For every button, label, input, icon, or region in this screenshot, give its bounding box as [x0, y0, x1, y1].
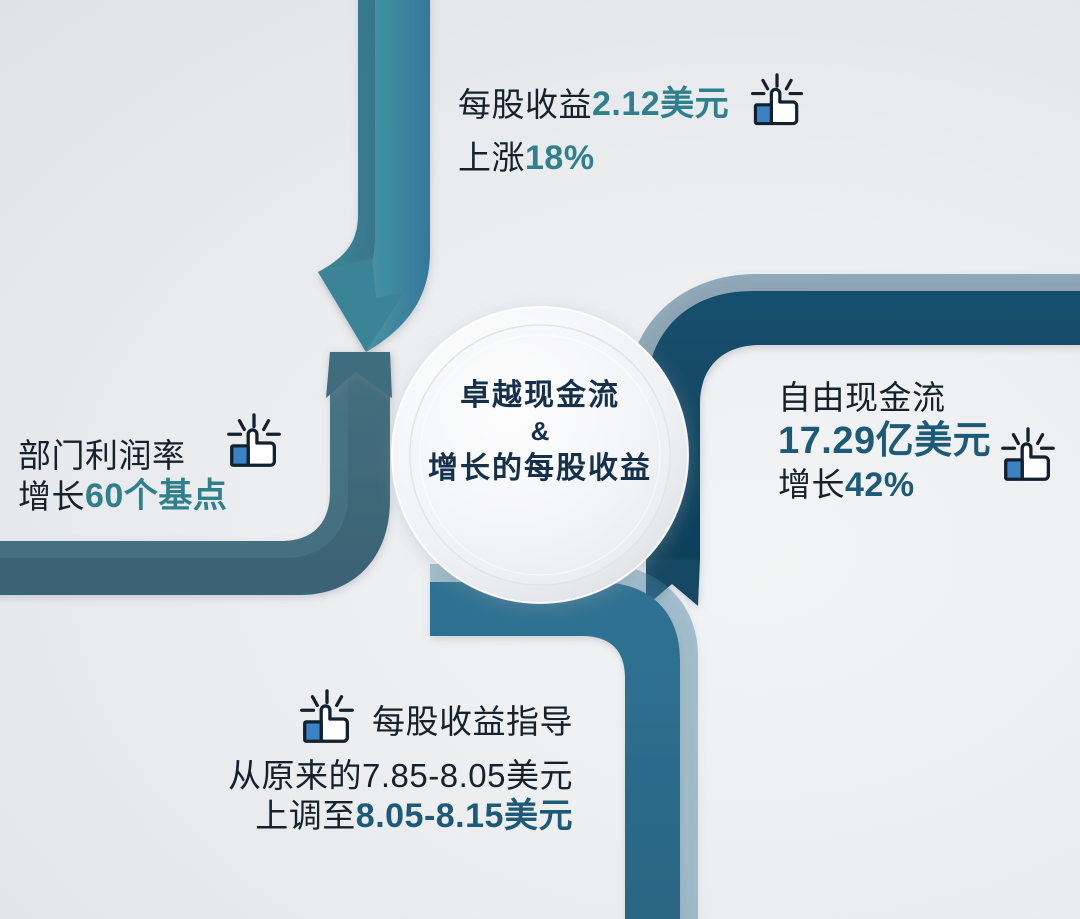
callout-fcf-line1: 自由现金流	[778, 378, 991, 418]
thumbs-up-icon	[296, 688, 358, 756]
callout-segment-margin: 部门利润率 增长 60个基点	[18, 413, 281, 518]
callout-eps-label: 每股收益	[458, 85, 592, 123]
callout-guidance-label: 每股收益指导	[371, 702, 573, 740]
callout-eps: 每股收益 2.12美元 上涨 18%	[458, 72, 807, 179]
callout-margin-growth-value: 60个基点	[85, 477, 228, 516]
hub-title-ampersand: &	[530, 416, 550, 446]
hub-title-line1: 卓越现金流	[460, 379, 620, 412]
callout-guidance-previous: 从原来的7.85-8.05美元	[228, 756, 573, 794]
callout-fcf-label: 自由现金流	[778, 379, 946, 416]
callout-guidance-line3: 上调至 8.05-8.15美元	[228, 796, 573, 837]
callout-free-cash-flow: 自由现金流 17.29亿美元 增长 42%	[778, 378, 1055, 506]
callout-fcf-line3: 增长 42%	[778, 465, 991, 506]
callout-eps-line1: 每股收益 2.12美元	[458, 72, 807, 138]
callout-eps-guidance: 每股收益指导 从原来的7.85-8.05美元 上调至 8.05-8.15美元	[228, 688, 573, 837]
callout-fcf-growth-label: 增长	[778, 466, 845, 504]
callout-guidance-raise-label: 上调至	[255, 797, 356, 835]
hub-title: 卓越现金流 & 增长的每股收益	[345, 376, 735, 488]
callout-fcf-value: 17.29亿美元	[778, 420, 992, 463]
callout-eps-change-label: 上涨	[458, 139, 525, 177]
callout-margin-line1: 部门利润率	[18, 436, 227, 476]
callout-guidance-line2: 从原来的7.85-8.05美元	[228, 756, 573, 796]
callout-margin-line2: 增长 60个基点	[18, 476, 227, 517]
hub-title-line3: 增长的每股收益	[428, 451, 652, 485]
thumbs-up-icon	[223, 412, 285, 479]
callout-eps-change-value: 18%	[525, 138, 595, 177]
callout-margin-label: 部门利润率	[18, 437, 186, 474]
callout-guidance-new-range: 8.05-8.15美元	[355, 796, 573, 835]
callout-eps-value: 2.12美元	[592, 85, 730, 124]
callout-eps-line2: 上涨 18%	[458, 138, 807, 179]
callout-fcf-growth-value: 42%	[845, 465, 915, 504]
thumbs-up-icon	[997, 426, 1059, 493]
callout-fcf-line2: 17.29亿美元	[778, 418, 991, 464]
callout-margin-growth-label: 增长	[18, 477, 85, 515]
thumbs-up-icon	[747, 72, 807, 138]
callout-guidance-line1: 每股收益指导	[228, 688, 573, 756]
